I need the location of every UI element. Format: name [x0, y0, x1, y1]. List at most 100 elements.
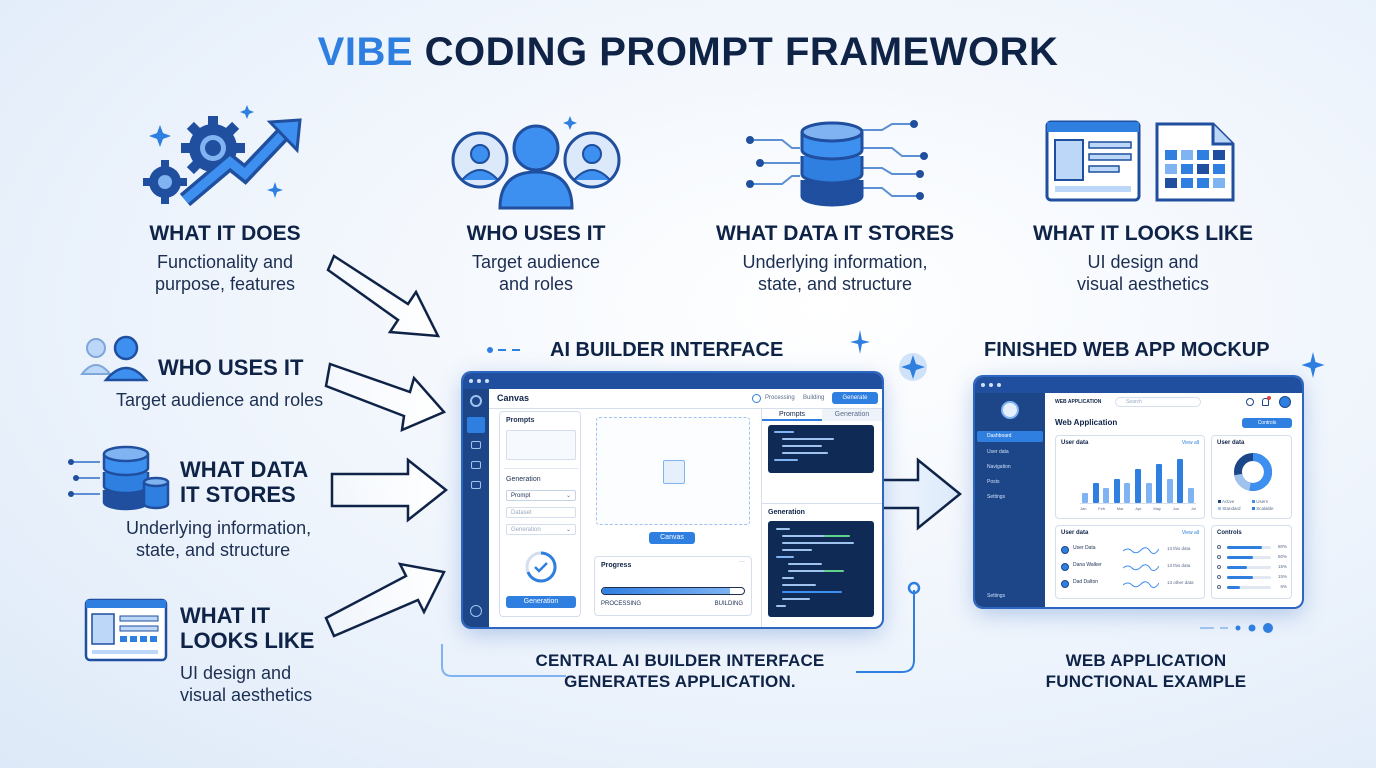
chart-card-title: User data: [1061, 440, 1089, 446]
control-row[interactable]: 60%: [1217, 553, 1289, 563]
sparkline: [1123, 547, 1159, 554]
canvas-dropzone[interactable]: [596, 417, 750, 525]
left-desc-data-1: Underlying information,: [126, 518, 312, 538]
chart-bar: [1156, 463, 1163, 503]
control-pct: 6%: [1280, 584, 1287, 589]
view-all-link[interactable]: View all: [1181, 440, 1199, 446]
sidebar-item-active[interactable]: [467, 417, 485, 433]
user-stat: 13 this data: [1167, 563, 1191, 568]
view-all-link[interactable]: View all: [1181, 530, 1199, 536]
toggle-icon: [1217, 585, 1221, 589]
avatar: [1061, 563, 1069, 571]
user-avatar[interactable]: [1279, 396, 1291, 408]
nav-settings[interactable]: Settings: [987, 593, 1006, 599]
sparkline: [1123, 564, 1159, 571]
builder-toolbar: Canvas Processing Building Generate: [489, 389, 882, 409]
controls-button[interactable]: Controls: [1242, 418, 1292, 428]
control-pct: 60%: [1277, 554, 1287, 559]
dataset-field[interactable]: Dataset: [506, 507, 576, 518]
avatar: [1061, 546, 1069, 554]
search-input[interactable]: Search: [1115, 397, 1201, 407]
left-heading-data-1: WHAT DATA: [180, 457, 309, 482]
sparkline: [1123, 581, 1159, 588]
nav-navigation[interactable]: Navigation: [987, 464, 1011, 470]
controls-card: Controls 80%60%15%15%6%: [1211, 525, 1292, 599]
bar-chart: [1080, 456, 1196, 504]
canvas-button[interactable]: Canvas: [649, 532, 695, 544]
chart-bar: [1103, 488, 1110, 503]
nav-posts[interactable]: Posts: [987, 479, 1000, 485]
left-desc-looks-2: visual aesthetics: [180, 685, 313, 705]
control-fill: [1227, 576, 1254, 579]
top-desc-who-1: Target audience: [471, 252, 601, 272]
sidebar-item-3[interactable]: [471, 461, 481, 469]
bell-icon[interactable]: [1262, 398, 1269, 406]
window-titlebar: [975, 377, 1302, 393]
control-fill: [1227, 546, 1263, 549]
month-label: May: [1153, 506, 1161, 511]
more-icon[interactable]: ···: [739, 559, 745, 565]
builder-caption-2: GENERATES APPLICATION.: [564, 672, 796, 691]
control-track: [1227, 566, 1271, 569]
avatar: [1001, 401, 1019, 419]
user-name: User Data: [1073, 545, 1096, 551]
progress-panel: Progress ··· PROCESSING BUILDING: [594, 556, 752, 616]
progress-right-label: BUILDING: [714, 601, 743, 607]
prompt-select[interactable]: Prompt ⌄: [506, 490, 576, 501]
prompt-select-value: Prompt: [511, 493, 531, 499]
top-desc-data-2: state, and structure: [757, 274, 913, 294]
month-label: Mar: [1116, 506, 1124, 511]
sidebar-item-4[interactable]: [471, 481, 481, 489]
control-fill: [1227, 586, 1241, 589]
tab-prompts[interactable]: Prompts: [762, 409, 822, 421]
search-placeholder: Search: [1126, 399, 1142, 405]
legend-item-1: Users: [1256, 499, 1269, 504]
database-icon: [746, 120, 928, 207]
settings-icon[interactable]: [470, 605, 482, 617]
controls-card-title: Controls: [1217, 530, 1242, 536]
prompts-panel: Prompts Generation Prompt ⌄ Dataset Gene…: [499, 411, 581, 617]
refresh-icon[interactable]: [1246, 398, 1254, 406]
database-small-icon: [68, 445, 170, 511]
toggle-icon: [1217, 575, 1221, 579]
ai-builder-window: Canvas Processing Building Generate Prom…: [463, 373, 882, 627]
code-panel: Prompts Generation Generation: [761, 409, 882, 627]
top-heading-does: WHAT IT DOES: [149, 222, 301, 245]
builder-section-title: AI BUILDER INTERFACE: [550, 339, 784, 361]
tab-processing[interactable]: Processing: [765, 395, 795, 401]
tab-generation[interactable]: Generation: [822, 409, 882, 421]
tab-building[interactable]: Building: [803, 395, 825, 401]
nav-user-data[interactable]: User data: [987, 449, 1009, 455]
file-icon: [663, 460, 685, 484]
controls-list: 80%60%15%15%6%: [1217, 543, 1289, 593]
generation-field[interactable]: Generation⌄: [506, 524, 576, 535]
nav-settings-item[interactable]: Settings: [987, 494, 1006, 500]
toggle-icon: [1217, 565, 1221, 569]
sidebar-item-2[interactable]: [471, 441, 481, 449]
control-fill: [1227, 556, 1254, 559]
canvas-label: Canvas: [497, 393, 530, 403]
generation-button[interactable]: Generation: [506, 596, 576, 608]
control-row[interactable]: 15%: [1217, 563, 1289, 573]
connector-lines: [441, 581, 921, 677]
control-track: [1227, 586, 1271, 589]
code-generation-label: Generation: [768, 509, 805, 516]
progress-left-label: PROCESSING: [601, 601, 642, 607]
gears-growth-icon: [143, 105, 302, 207]
control-row[interactable]: 80%: [1217, 543, 1289, 553]
progress-track: [601, 587, 745, 595]
generate-button[interactable]: Generate: [832, 392, 878, 404]
dots-decor: [487, 347, 520, 353]
control-row[interactable]: 15%: [1217, 573, 1289, 583]
control-row[interactable]: 6%: [1217, 583, 1289, 593]
donut-chart: [1234, 453, 1272, 491]
chart-bar: [1177, 459, 1184, 503]
nav-dashboard[interactable]: Dashboard: [977, 431, 1043, 442]
control-fill: [1227, 566, 1247, 569]
prompt-textarea[interactable]: [506, 430, 576, 460]
sparkle-icon: [1301, 352, 1325, 378]
